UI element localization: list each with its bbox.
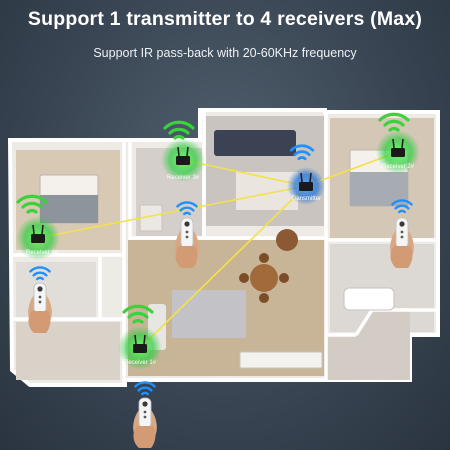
remote-control-icon <box>132 381 158 449</box>
receiver-4-label: Receiver 4# <box>26 250 59 256</box>
bath-tub <box>343 287 395 311</box>
armchair <box>276 229 298 251</box>
receiver-device-icon <box>161 120 205 182</box>
dining-chair <box>239 273 249 283</box>
receiver-device-icon <box>376 112 420 174</box>
kitchen-left-floor <box>16 322 120 380</box>
sofa <box>214 130 296 156</box>
dining-chair <box>259 253 269 263</box>
page-title: Support 1 transmitter to 4 receivers (Ma… <box>27 8 423 30</box>
dining-chair <box>259 293 269 303</box>
kitchen-counter <box>239 351 323 369</box>
kitchen-right-floor <box>326 310 410 380</box>
dining-table <box>250 264 278 292</box>
receiver-device-icon <box>16 194 60 260</box>
transmitter-device-icon <box>287 144 325 205</box>
transmitter-label: Transmitter <box>291 196 321 202</box>
dining-chair <box>279 273 289 283</box>
receiver-device-icon <box>118 304 162 370</box>
receiver-3-label: Receiver 3# <box>167 175 200 181</box>
receiver-2-label: Receiver 2# <box>382 164 415 170</box>
bath-left-floor <box>16 262 96 317</box>
receiver-1-label: Receiver 1# <box>124 360 157 366</box>
bed-left-blanket <box>40 195 98 223</box>
page-subtitle: Support IR pass-back with 20-60KHz frequ… <box>93 46 357 60</box>
hall-rug <box>172 290 246 338</box>
